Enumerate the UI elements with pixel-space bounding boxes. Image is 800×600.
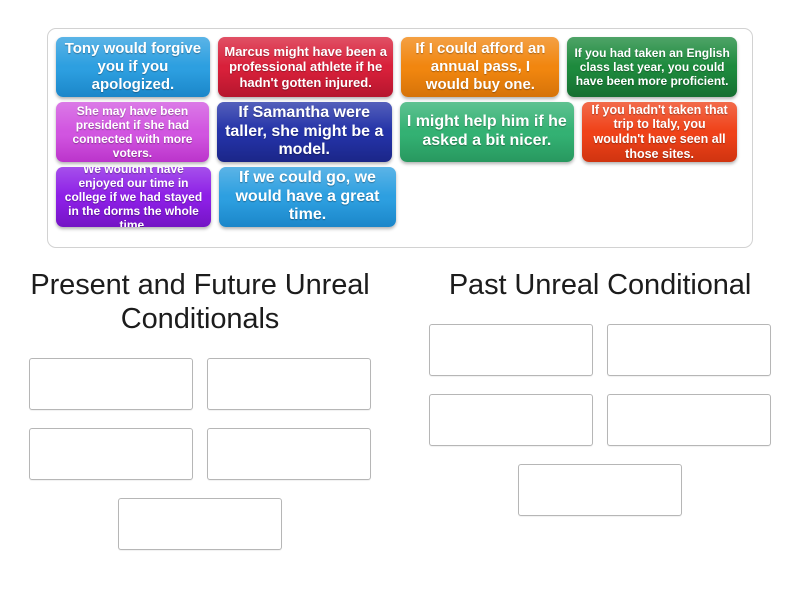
slot-grid-present-future xyxy=(21,358,379,568)
tile-if-we-could-go[interactable]: If we could go, we would have a great ti… xyxy=(219,167,396,227)
category-present-future-unreal-slot-2[interactable] xyxy=(207,358,371,411)
tile-i-might-help-him[interactable]: I might help him if he asked a bit nicer… xyxy=(399,102,575,162)
category-past-unreal-slot-2[interactable] xyxy=(607,324,771,377)
tile-label: She may have been president if she had c… xyxy=(72,103,193,161)
slot-row-last xyxy=(21,498,379,568)
slot-grid-past-unreal xyxy=(421,324,779,534)
category-present-future-unreal-slot-1[interactable] xyxy=(29,358,193,411)
tile-row-1: Tony would forgive you if you apologized… xyxy=(56,37,745,97)
category-past-unreal-slot-5[interactable] xyxy=(518,464,682,517)
tile-if-samantha-were-taller[interactable]: If Samantha were taller, she might be a … xyxy=(216,102,392,162)
category-present-future-unreal: Present and Future Unreal Conditionals xyxy=(0,268,400,588)
tile-row-2: She may have been president if she had c… xyxy=(56,102,745,162)
category-past-unreal-slot-4[interactable] xyxy=(607,394,771,447)
category-title-past-unreal: Past Unreal Conditional xyxy=(448,269,752,301)
tile-label: If you had taken an English class last y… xyxy=(574,45,730,89)
category-title-present-future: Present and Future Unreal Conditionals xyxy=(30,269,370,336)
tile-label: If we could go, we would have a great ti… xyxy=(235,168,380,224)
category-past-unreal-slot-3[interactable] xyxy=(429,394,593,447)
tile-marcus-might-have-been[interactable]: Marcus might have been a professional at… xyxy=(217,37,394,97)
category-present-future-unreal-slot-4[interactable] xyxy=(207,428,371,481)
tile-label: Marcus might have been a professional at… xyxy=(224,44,387,90)
tile-row-3: We wouldn't have enjoyed our time in col… xyxy=(56,167,745,227)
slot-row-last xyxy=(421,464,779,534)
tile-label: We wouldn't have enjoyed our time in col… xyxy=(64,167,203,227)
category-past-unreal-slot-1[interactable] xyxy=(429,324,593,377)
category-columns: Present and Future Unreal Conditionals P… xyxy=(0,268,800,588)
tile-label: I might help him if he asked a bit nicer… xyxy=(406,113,567,149)
category-present-future-unreal-slot-5[interactable] xyxy=(118,498,282,551)
category-past-unreal: Past Unreal Conditional xyxy=(400,268,800,588)
tile-label: If I could afford an annual pass, I woul… xyxy=(415,40,546,93)
draggable-tiles-tray: Tony would forgive you if you apologized… xyxy=(47,28,753,248)
tile-if-you-hadnt-taken-italy[interactable]: If you hadn't taken that trip to Italy, … xyxy=(582,102,737,162)
tile-if-you-had-taken-english[interactable]: If you had taken an English class last y… xyxy=(567,37,737,97)
tile-tony-would-forgive[interactable]: Tony would forgive you if you apologized… xyxy=(56,37,210,97)
tile-if-i-could-afford[interactable]: If I could afford an annual pass, I woul… xyxy=(401,37,560,97)
category-present-future-unreal-slot-3[interactable] xyxy=(29,428,193,481)
tile-label: Tony would forgive you if you apologized… xyxy=(64,40,202,93)
tile-label: If Samantha were taller, she might be a … xyxy=(225,103,384,159)
tile-she-may-have-been-president[interactable]: She may have been president if she had c… xyxy=(56,102,209,162)
tile-we-wouldnt-have-enjoyed[interactable]: We wouldn't have enjoyed our time in col… xyxy=(56,167,211,227)
tile-label: If you hadn't taken that trip to Italy, … xyxy=(591,102,728,161)
